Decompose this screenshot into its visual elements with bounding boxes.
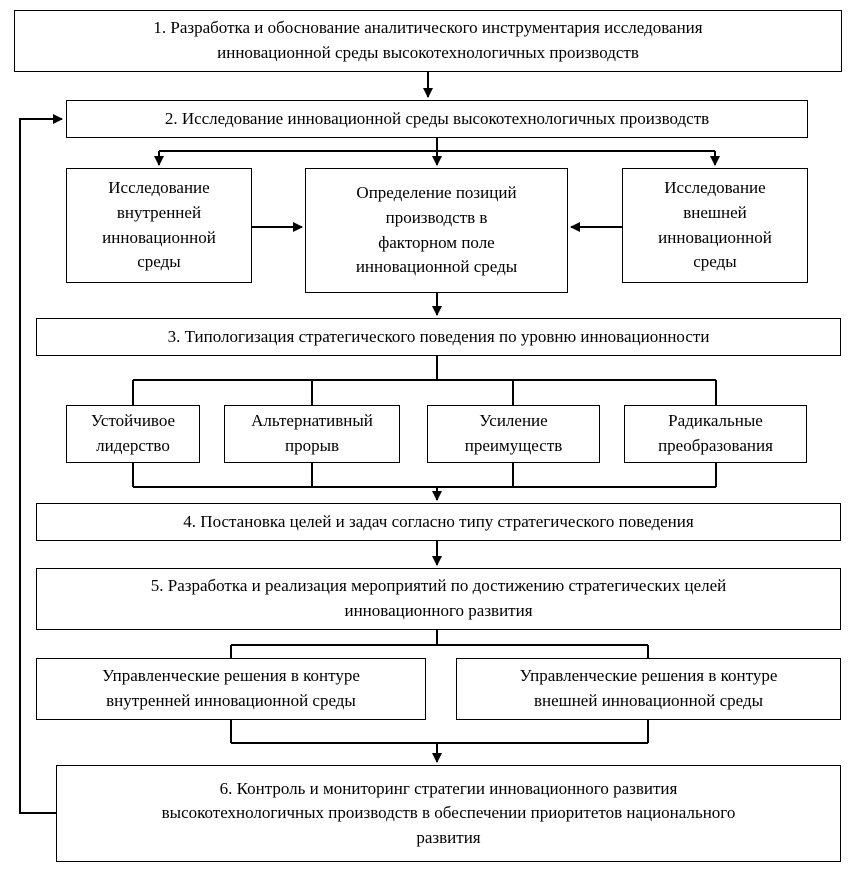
box-step5-measures-implementation: 5. Разработка и реализация мероприятий п…	[36, 568, 841, 630]
box-step4-goal-setting: 4. Постановка целей и задач согласно тип…	[36, 503, 841, 541]
box-step2-environment-research: 2. Исследование инновационной среды высо…	[66, 100, 808, 138]
box-type-stable-leadership: Устойчивое лидерство	[66, 405, 200, 463]
box-step3-typology: 3. Типологизация стратегического поведен…	[36, 318, 841, 356]
box-external-environment: Исследование внешней инновационной среды	[622, 168, 808, 283]
box-type-alternative-breakthrough: Альтернативный прорыв	[224, 405, 400, 463]
box-factor-field-positions: Определение позиций производств в фактор…	[305, 168, 568, 293]
box-internal-environment: Исследование внутренней инновационной ср…	[66, 168, 252, 283]
branch-step5-to-decisions	[230, 630, 649, 658]
branch-step3-to-types	[132, 356, 717, 405]
box-step1-analytical-tools: 1. Разработка и обоснование аналитическо…	[14, 10, 842, 72]
merge-decisions-to-step6	[230, 720, 649, 763]
box-type-radical-transformation: Радикальные преобразования	[624, 405, 807, 463]
box-type-advantage-strengthening: Усиление преимуществ	[427, 405, 600, 463]
merge-types-to-step4	[132, 463, 717, 501]
branch-step2-to-environments	[154, 138, 720, 166]
box-step6-control-monitoring: 6. Контроль и мониторинг стратегии иннов…	[56, 765, 841, 862]
box-decisions-internal-contour: Управленческие решения в контуре внутрен…	[36, 658, 426, 720]
box-decisions-external-contour: Управленческие решения в контуре внешней…	[456, 658, 841, 720]
